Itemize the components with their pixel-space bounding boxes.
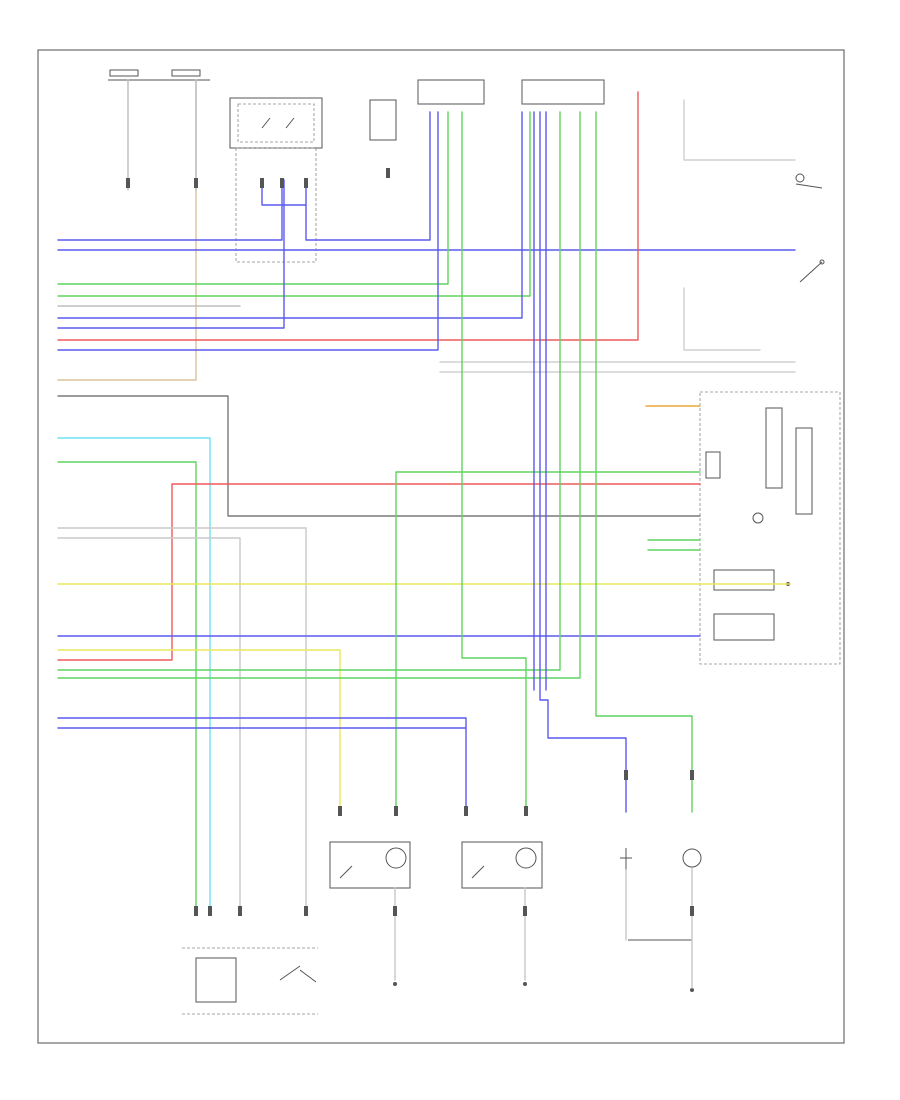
front-right-turn-lamp [461,841,543,889]
wires [57,79,796,989]
fuse-block-top-left [108,69,210,81]
hazard-switch-dashed-area [235,147,317,263]
ground-symbols [393,982,694,992]
flasher-relay [369,99,397,141]
connector-a [417,79,485,105]
side-turn-lamp-right [628,848,702,941]
connector-ticks [126,168,694,916]
connector-b [521,79,605,105]
right-switch-2 [799,259,825,283]
side-turn-lamp-left [620,848,632,870]
headlight-dimmer-switch-assembly [182,947,318,1015]
combination-meter [699,391,841,665]
stop-lamp-switch [795,173,823,189]
diagram-frame [37,49,845,1044]
front-left-turn-lamp [329,841,411,889]
hazard-switch [229,97,323,149]
